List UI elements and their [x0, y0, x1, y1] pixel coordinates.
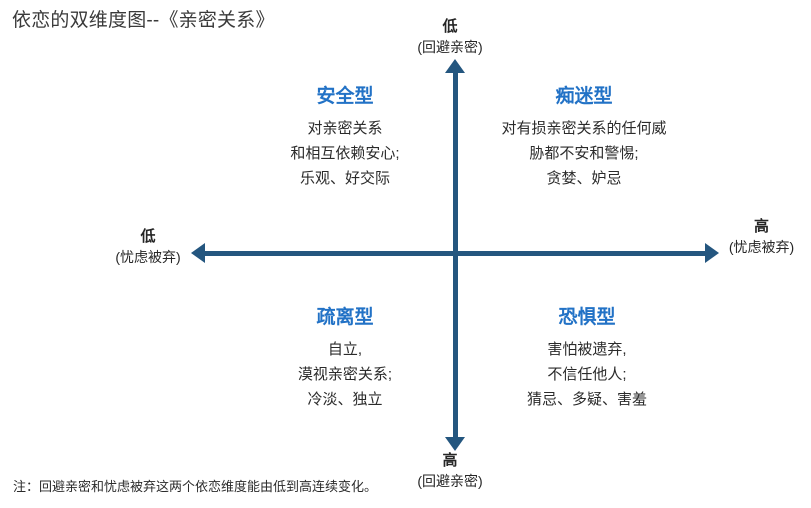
- arrow-up-icon: [445, 59, 465, 73]
- quadrant-preoccupied-title: 痴迷型: [555, 86, 613, 107]
- quadrant-dismissing-title: 疏离型: [316, 307, 374, 328]
- quadrant-secure-title: 安全型: [316, 86, 374, 107]
- quadrant-preoccupied: 痴迷型 对有损亲密关系的任何威 胁都不安和警惕; 贪婪、妒忌: [460, 84, 708, 191]
- quadrant-secure-line-3: 乐观、好交际: [299, 170, 390, 187]
- axis-label-bottom-level: 高: [442, 452, 458, 469]
- axis-label-top-dimension: (回避亲密): [417, 39, 483, 55]
- arrow-down-icon: [445, 437, 465, 451]
- axis-label-left-level: 低: [140, 228, 156, 245]
- quadrant-dismissing-line-3: 冷淡、独立: [307, 391, 383, 408]
- quadrant-dismissing-line-1: 自立,: [327, 341, 363, 358]
- arrow-left-icon: [191, 243, 205, 263]
- quadrant-fearful: 恐惧型 害怕被遗弃, 不信任他人; 猜忌、多疑、害羞: [466, 305, 708, 412]
- axis-label-left-dimension: (忧虑被弃): [115, 249, 181, 265]
- vertical-axis-line: [453, 72, 458, 440]
- axis-label-right: 高 (忧虑被弃): [712, 216, 811, 258]
- quadrant-secure: 安全型 对亲密关系 和相互依赖安心; 乐观、好交际: [236, 84, 454, 191]
- axis-label-bottom-dimension: (回避亲密): [417, 473, 483, 489]
- quadrant-fearful-line-1: 害怕被遗弃,: [547, 341, 627, 358]
- quadrant-secure-line-2: 和相互依赖安心;: [290, 145, 400, 162]
- axis-label-right-dimension: (忧虑被弃): [728, 239, 795, 255]
- axis-label-top: 低 (回避亲密): [375, 16, 525, 58]
- quadrant-fearful-line-2: 不信任他人;: [547, 366, 627, 383]
- quadrant-preoccupied-line-3: 贪婪、妒忌: [546, 170, 622, 187]
- page-title: 依恋的双维度图--《亲密关系》: [12, 10, 275, 31]
- quadrant-fearful-line-3: 猜忌、多疑、害羞: [526, 391, 647, 408]
- quadrant-preoccupied-line-1: 对有损亲密关系的任何威: [501, 120, 667, 137]
- footnote: 注：回避亲密和忧虑被弃这两个依恋维度能由低到高连续变化。: [13, 479, 378, 494]
- quadrant-dismissing: 疏离型 自立, 漠视亲密关系; 冷淡、独立: [236, 305, 454, 412]
- arrow-right-icon: [705, 243, 719, 263]
- quadrant-dismissing-line-2: 漠视亲密关系;: [297, 366, 393, 383]
- axis-label-right-level: 高: [753, 218, 769, 235]
- axis-label-top-level: 低: [442, 18, 458, 35]
- axis-label-bottom: 高 (回避亲密): [375, 450, 525, 492]
- axis-label-left: 低 (忧虑被弃): [92, 226, 204, 268]
- quadrant-secure-line-1: 对亲密关系: [307, 120, 383, 137]
- quadrant-fearful-title: 恐惧型: [558, 307, 616, 328]
- quadrant-preoccupied-line-2: 胁都不安和警惕;: [529, 145, 639, 162]
